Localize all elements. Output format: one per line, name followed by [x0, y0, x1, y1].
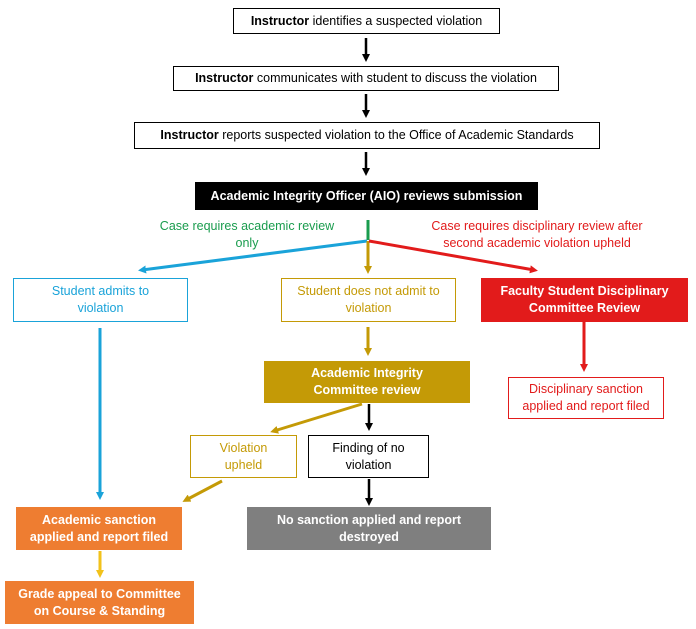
- step-communicate-student: Instructor communicates with student to …: [173, 66, 559, 91]
- label-disciplinary-review: Case requires disciplinary review after …: [431, 219, 643, 250]
- arrow-aio-to-faculty: [368, 239, 538, 274]
- label-academic-review: Case requires academic review only: [159, 219, 335, 250]
- arrow-aio-to-student-admits: [138, 239, 368, 274]
- step-identify-violation: Instructor identifies a suspected violat…: [233, 8, 500, 34]
- box-aic-review: Academic Integrity Committee review: [264, 361, 470, 403]
- box-finding-no-violation: Finding of no violation: [308, 435, 429, 478]
- box-violation-upheld: Violation upheld: [190, 435, 297, 478]
- arrow-upheld-to-sanction: [182, 479, 223, 502]
- box-grade-appeal: Grade appeal to Committee on Course & St…: [5, 581, 194, 624]
- step-aio-review: Academic Integrity Officer (AIO) reviews…: [195, 182, 538, 210]
- box-disciplinary-sanction: Disciplinary sanction applied and report…: [508, 377, 664, 419]
- step-report-violation: Instructor reports suspected violation t…: [134, 122, 600, 149]
- arrow-aic-to-upheld: [270, 402, 363, 434]
- box-student-admits: Student admits to violation: [13, 278, 188, 322]
- box-faculty-committee: Faculty Student Disciplinary Committee R…: [481, 278, 688, 322]
- box-academic-sanction: Academic sanction applied and report fil…: [16, 507, 182, 550]
- box-student-not-admit: Student does not admit to violation: [281, 278, 456, 322]
- box-no-sanction: No sanction applied and report destroyed: [247, 507, 491, 550]
